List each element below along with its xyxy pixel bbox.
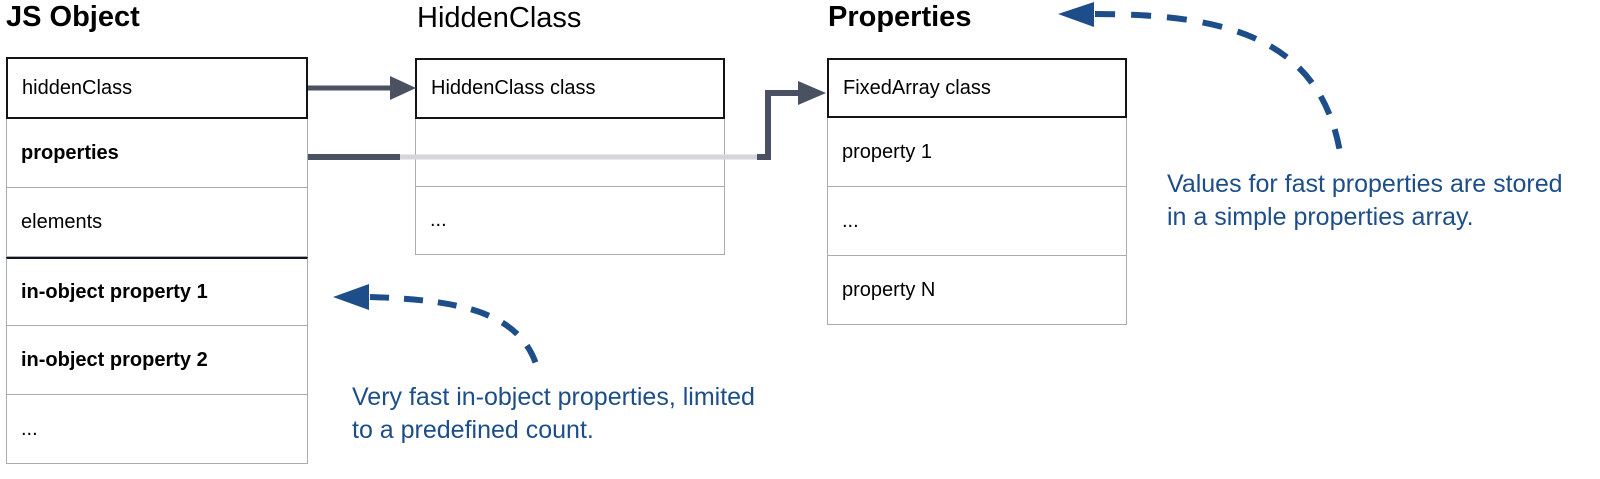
hiddenclass-row-ellipsis-1: ... [415,119,725,187]
cell-label: ... [842,209,859,232]
cell-label: HiddenClass class [431,77,596,99]
properties-struct: FixedArray class property 1 ... property… [827,58,1127,325]
js-object-struct: hiddenClass properties elements in-objec… [6,57,308,464]
cell-label: ... [430,209,447,231]
properties-row-property-n: property N [827,256,1127,325]
callout-in-object-note [333,284,540,368]
arrow-hiddenclass-pointer [308,76,416,100]
cell-label: ... [430,141,447,163]
cell-label: properties [21,141,119,164]
hiddenclass-struct: HiddenClass class ... ... [415,58,725,255]
properties-row-fixedarray-class: FixedArray class [827,58,1127,118]
properties-row-property-1: property 1 [827,118,1127,187]
js-object-row-hidden-class: hiddenClass [6,57,308,119]
cell-label: property N [842,278,936,301]
cell-label: ... [21,417,38,440]
js-object-row-ellipsis: ... [6,395,308,464]
js-object-row-properties: properties [6,119,308,188]
cell-label: hiddenClass [22,76,133,99]
column-title-hiddenclass: HiddenClass [417,2,582,34]
column-title-properties: Properties [828,1,972,33]
annotation-in-object-note: Very fast in-object properties, limited … [352,383,755,444]
cell-label: in-object property 1 [21,280,208,303]
cell-label: FixedArray class [843,76,991,99]
hiddenclass-row-class: HiddenClass class [415,58,725,119]
js-object-row-in-object-property-1: in-object property 1 [6,257,308,326]
annotation-properties-note: Values for fast properties are stored in… [1167,170,1563,231]
cell-label: property 1 [842,140,933,163]
js-object-row-elements: elements [6,188,308,257]
properties-row-ellipsis: ... [827,187,1127,256]
cell-label: in-object property 2 [21,348,208,371]
hiddenclass-row-ellipsis-2: ... [415,187,725,255]
column-title-js-object: JS Object [6,1,140,33]
cell-label: elements [21,210,103,233]
js-object-row-in-object-property-2: in-object property 2 [6,326,308,395]
